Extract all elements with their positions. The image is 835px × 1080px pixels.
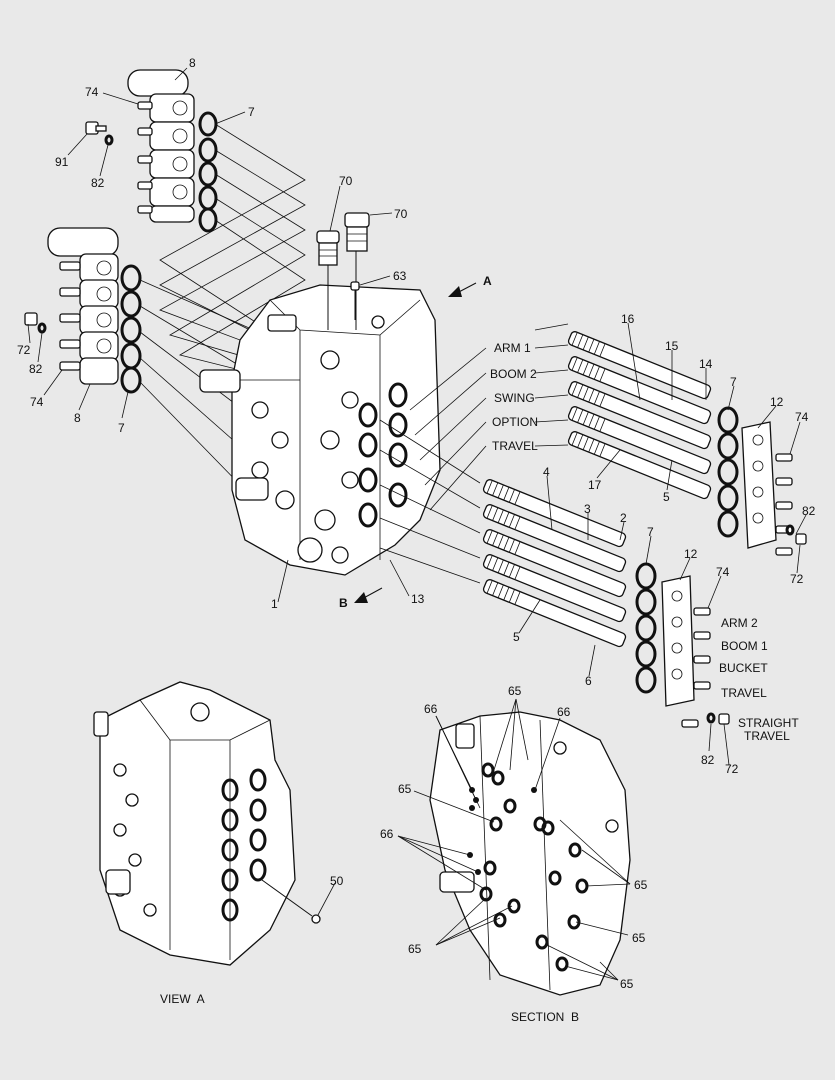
label-option: OPTION: [492, 415, 538, 429]
callout-65-left-upper: 65: [398, 782, 412, 796]
label-arm2: ARM 2: [721, 616, 758, 630]
callout-3: 3: [584, 502, 591, 516]
callout-74-upper-right: 74: [795, 410, 809, 424]
callout-65-right-mid: 65: [634, 878, 648, 892]
upper-cover-stack: [127, 69, 195, 223]
callout-14: 14: [699, 357, 713, 371]
section-b-caption: SECTION B: [511, 1010, 579, 1024]
view-a-assembly: [93, 681, 321, 966]
callout-82-lower-right: 82: [701, 753, 715, 767]
callout-50: 50: [330, 874, 344, 888]
callout-7-left: 7: [118, 421, 125, 435]
upper-spools: [567, 331, 807, 556]
callout-91: 91: [55, 155, 69, 169]
view-arrow-b: [354, 587, 383, 603]
callout-66-right-top: 66: [557, 705, 571, 719]
label-travel-lower: TRAVEL: [721, 686, 767, 700]
callout-7-top: 7: [248, 105, 255, 119]
label-arm1: ARM 1: [494, 341, 531, 355]
callout-16: 16: [621, 312, 635, 326]
relief-valve-70-right: [344, 212, 370, 330]
screw-63: [350, 281, 360, 320]
callout-82-top: 82: [91, 176, 105, 190]
callout-65-top: 65: [508, 684, 522, 698]
relief-valve-70-left: [316, 230, 340, 330]
callout-13: 13: [411, 592, 425, 606]
label-straight-travel-line2: TRAVEL: [744, 729, 790, 743]
view-arrow-a: [448, 282, 477, 297]
callout-72-upper-right: 72: [790, 572, 804, 586]
callout-15: 15: [665, 339, 679, 353]
label-swing: SWING: [494, 391, 535, 405]
callout-74-lower-right: 74: [716, 565, 730, 579]
callout-section-b-marker: B: [339, 596, 348, 610]
callout-1: 1: [271, 597, 278, 611]
lower-spool-guides: [379, 419, 481, 584]
callout-8-left: 8: [74, 411, 81, 425]
callout-6: 6: [585, 674, 592, 688]
lower-spools: [482, 479, 730, 728]
callout-72-lower-right: 72: [725, 762, 739, 776]
section-b-leaders: [397, 698, 631, 981]
lower-cover-stack: [47, 227, 119, 385]
bolt-91: [85, 121, 114, 146]
callout-72-left: 72: [17, 343, 31, 357]
callout-65-bottom: 65: [620, 977, 634, 991]
callout-65-right-lower: 65: [632, 931, 646, 945]
callout-63: 63: [393, 269, 407, 283]
lower-orings: [120, 264, 142, 394]
plug-72-left: [24, 312, 47, 334]
upper-label-guides: [409, 323, 569, 511]
callout-82-upper-right: 82: [802, 504, 816, 518]
callout-74-left: 74: [30, 395, 44, 409]
callout-12-upper: 12: [770, 395, 784, 409]
callout-66-left-top: 66: [424, 702, 438, 716]
label-boom2: BOOM 2: [490, 367, 537, 381]
callout-70-left: 70: [339, 174, 353, 188]
callout-65-left-lower: 65: [408, 942, 422, 956]
view-a-caption: VIEW A: [160, 992, 205, 1006]
main-valve-body: [199, 284, 441, 576]
callout-leaders: [27, 67, 807, 916]
label-straight-travel-line1: STRAIGHT: [738, 716, 799, 730]
callout-7-upper-right: 7: [730, 375, 737, 389]
callout-74-top: 74: [85, 85, 99, 99]
callout-70-right: 70: [394, 207, 408, 221]
callout-4: 4: [543, 465, 550, 479]
callout-5-upper: 5: [663, 490, 670, 504]
callout-8-top: 8: [189, 56, 196, 70]
callout-66-left-mid: 66: [380, 827, 394, 841]
callout-labels: 8 74 7 91 82 70 70 63 A 72 82 74 8 7 ARM…: [17, 56, 816, 1024]
callout-17: 17: [588, 478, 602, 492]
callout-view-a-marker: A: [483, 274, 492, 288]
label-travel-upper: TRAVEL: [492, 439, 538, 453]
callout-2: 2: [620, 511, 627, 525]
callout-12-lower: 12: [684, 547, 698, 561]
callout-7-lower-right: 7: [647, 525, 654, 539]
callout-82-left: 82: [29, 362, 43, 376]
label-boom1: BOOM 1: [721, 639, 768, 653]
label-bucket: BUCKET: [719, 661, 768, 675]
upper-orings: [198, 111, 218, 233]
callout-5-lower: 5: [513, 630, 520, 644]
section-b-assembly: [429, 711, 631, 996]
